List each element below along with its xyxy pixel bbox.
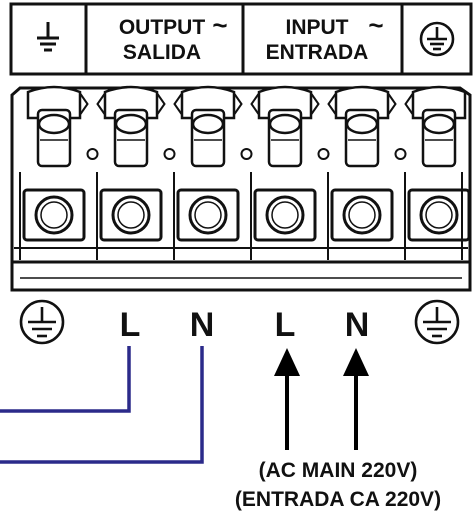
input-l-arrow xyxy=(274,348,300,450)
caption-line-2: (ENTRADA CA 220V) xyxy=(235,488,441,511)
output-ac-symbol: ~ xyxy=(212,10,227,40)
protective-earth-icon xyxy=(419,21,455,57)
input-arrows xyxy=(274,348,369,450)
salida-label: SALIDA xyxy=(123,41,201,64)
output-l-label: L xyxy=(120,306,141,344)
input-n-label: N xyxy=(345,306,370,344)
terminal xyxy=(250,85,337,260)
output-wires xyxy=(0,346,204,464)
header-strip: OUTPUT ~ SALIDA INPUT ~ ENTRADA xyxy=(9,2,473,76)
terminal xyxy=(327,85,414,260)
terminal-block xyxy=(10,85,472,292)
input-n-arrow xyxy=(343,348,369,450)
entrada-label: ENTRADA xyxy=(266,41,369,64)
terminal xyxy=(173,85,260,260)
terminal xyxy=(404,85,471,260)
earth-ground-circle-icon xyxy=(414,299,460,345)
output-l-wire xyxy=(0,346,131,413)
output-n-wire xyxy=(0,346,204,464)
earth-ground-circle-icon xyxy=(19,299,65,345)
input-l-label: L xyxy=(275,306,296,344)
input-label: INPUT xyxy=(286,16,349,39)
input-ac-symbol: ~ xyxy=(368,10,383,40)
caption-line-1: (AC MAIN 220V) xyxy=(259,459,418,482)
terminal xyxy=(96,85,183,260)
output-n-label: N xyxy=(190,306,215,344)
output-label: OUTPUT xyxy=(119,16,206,39)
terminal-labels: L N L N xyxy=(19,299,460,345)
terminal xyxy=(19,85,106,260)
ground-icon xyxy=(37,22,59,52)
